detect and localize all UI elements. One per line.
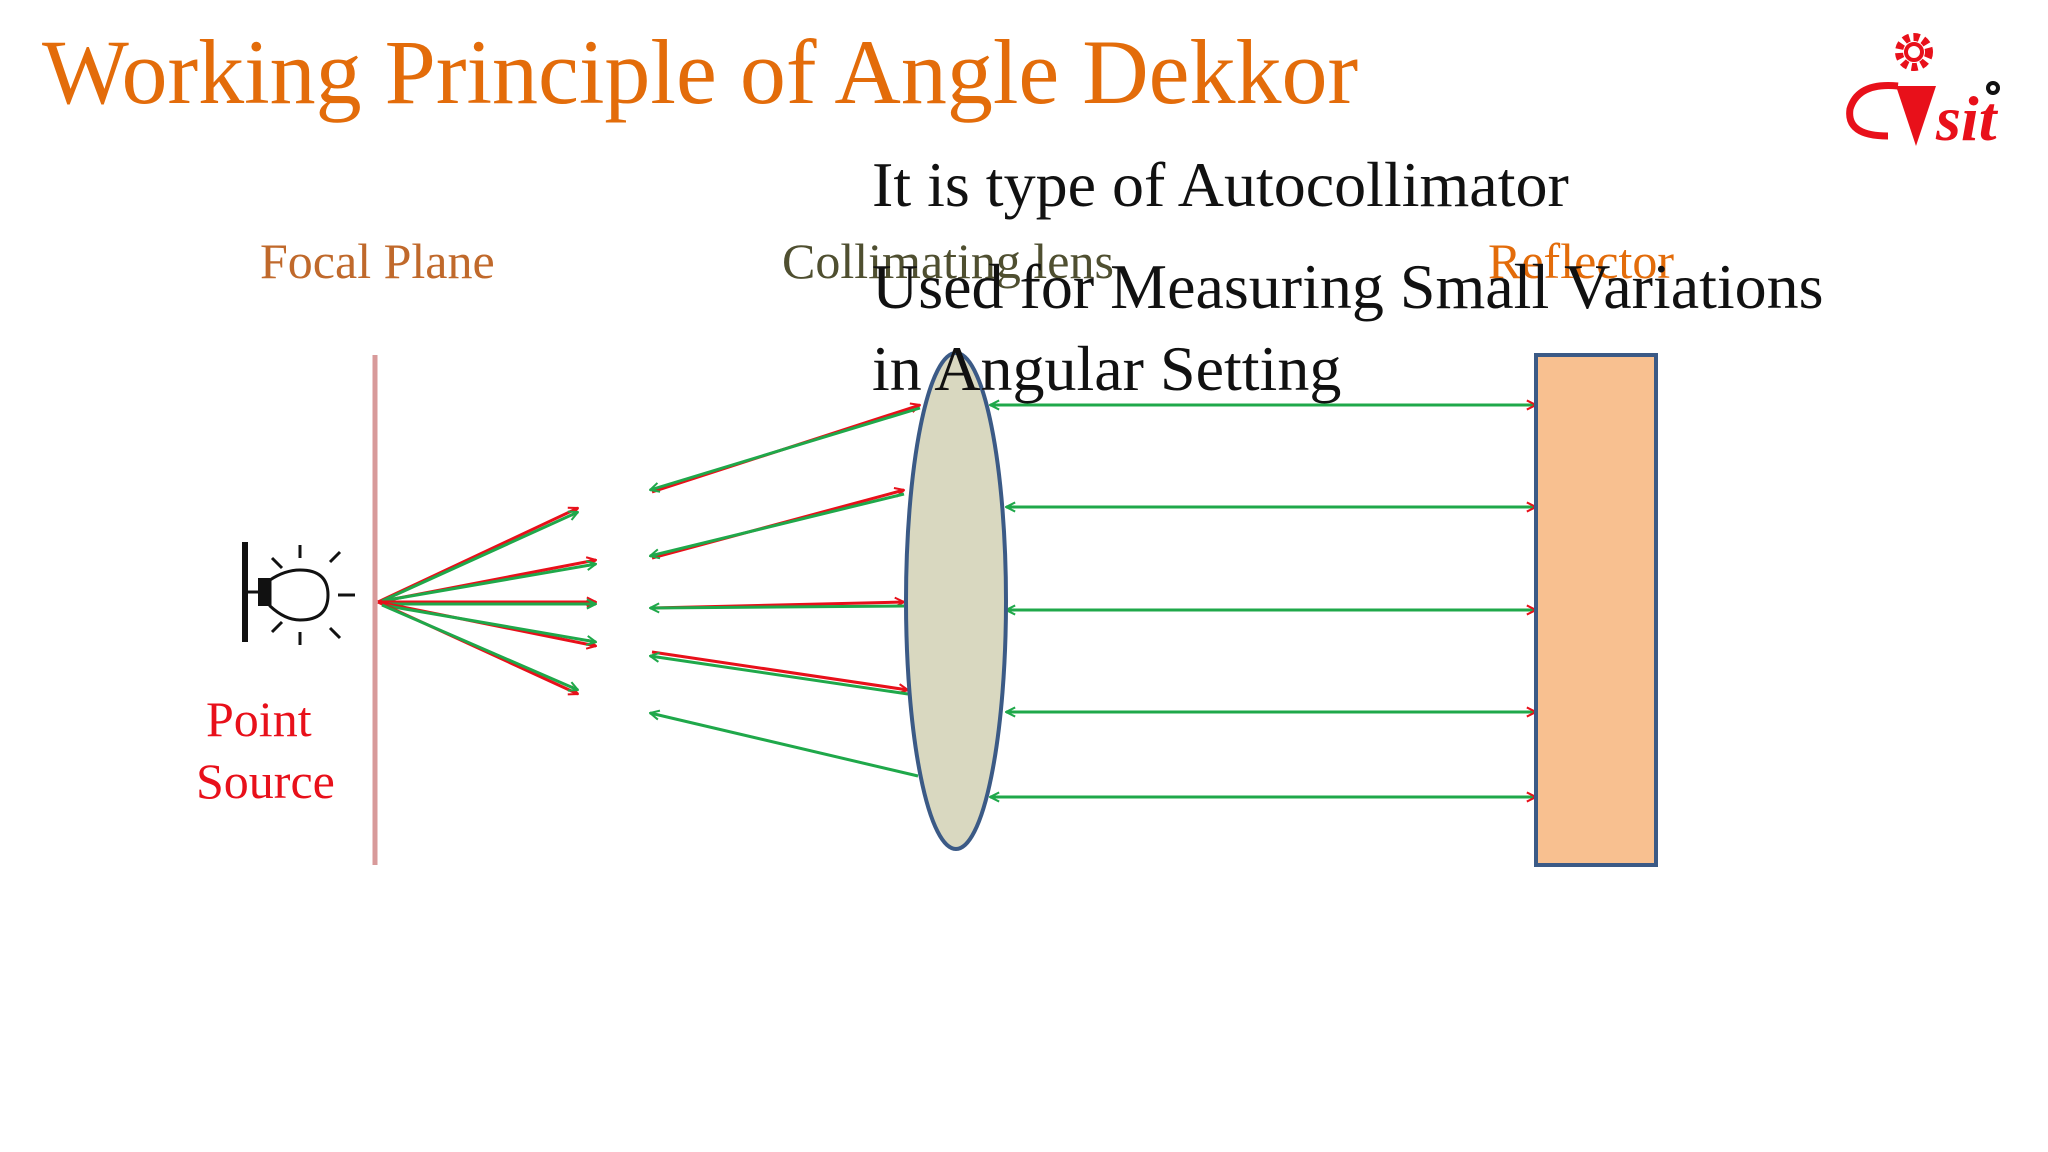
lens-rays [650, 405, 920, 778]
reflector [1534, 353, 1658, 867]
logo-text: sit [1935, 83, 1999, 154]
reflector-label: Reflector [1488, 233, 1675, 289]
collimating-lens-label: Collimating lens [782, 233, 1114, 289]
isit-logo: sit [1846, 33, 2000, 154]
bullet-measuring: Used for Measuring Small Variations [872, 251, 1824, 322]
parallel-rays [990, 405, 1536, 797]
bullet-autocollimator: It is type of Autocollimator [872, 149, 1569, 220]
collimating-lens [904, 351, 1008, 851]
focal-plane-label: Focal Plane [260, 233, 495, 289]
source-rays [377, 506, 596, 696]
point-source-label-line2: Source [196, 753, 335, 809]
bullet-angular-setting: in Angular Setting [872, 333, 1342, 404]
gear-icon [1895, 33, 1933, 71]
slide-title: Working Principle of Angle Dekkor [42, 21, 1359, 123]
point-source-label-line1: Point [206, 691, 312, 747]
light-bulb-icon [242, 542, 355, 645]
